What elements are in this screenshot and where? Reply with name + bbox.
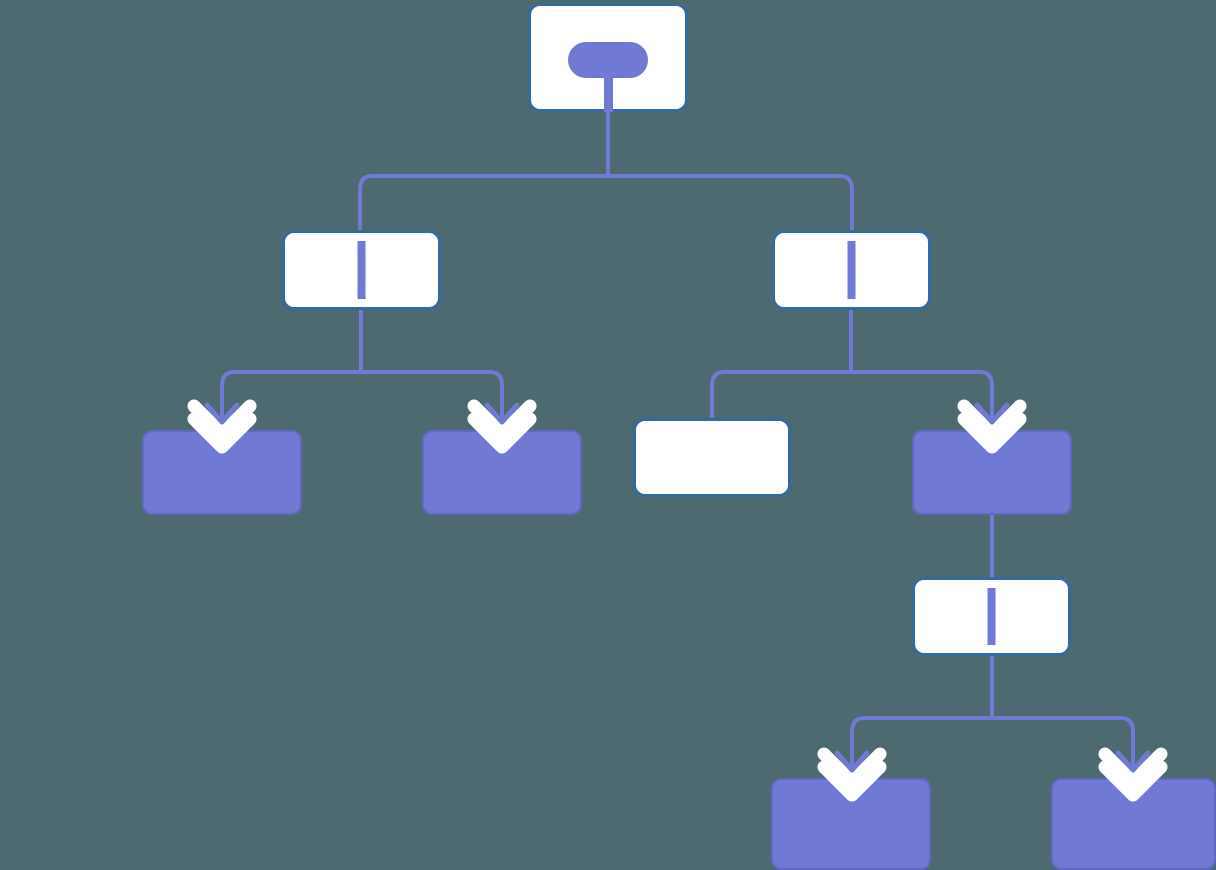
node-n-right-1[interactable] <box>772 230 931 310</box>
node-n-left-leaf-b[interactable] <box>422 430 582 515</box>
node-n-right-mid[interactable] <box>912 577 1071 656</box>
node-n-bottom-left[interactable] <box>771 778 931 870</box>
node-n-right-white-leaf[interactable] <box>633 418 791 497</box>
node-n-right-branch[interactable] <box>912 430 1072 515</box>
node-n-bottom-right[interactable] <box>1051 778 1216 870</box>
node-n-left-leaf-a[interactable] <box>142 430 302 515</box>
node-n-left-1[interactable] <box>282 230 441 310</box>
root-node-pill-badge <box>568 42 648 78</box>
node-root[interactable] <box>528 3 688 112</box>
